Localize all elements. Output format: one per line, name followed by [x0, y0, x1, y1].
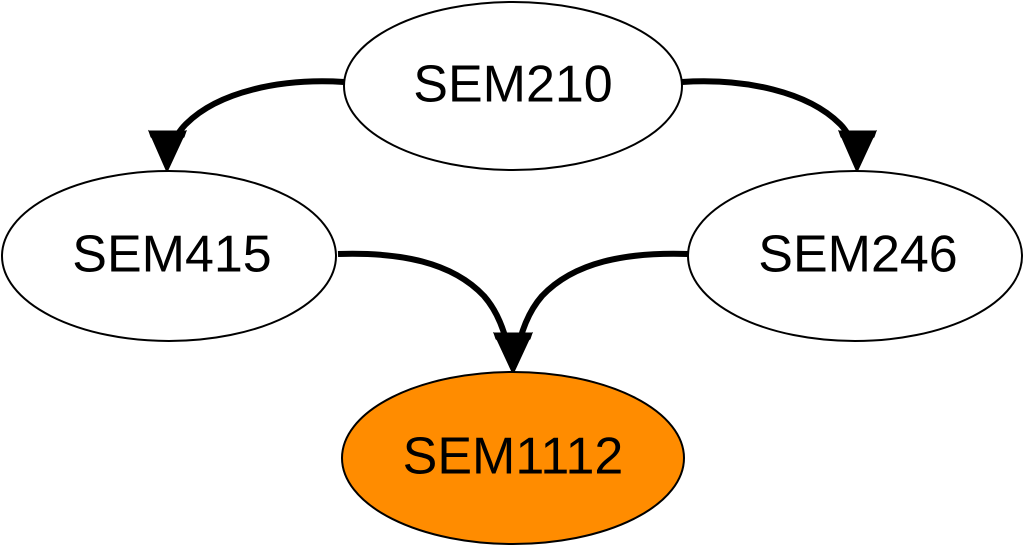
- edge-line: [166, 78, 345, 159]
- node-sem246[interactable]: SEM246: [687, 170, 1023, 342]
- edge-line: [681, 78, 859, 159]
- arrowhead-sem1112: [493, 331, 533, 376]
- node-label: SEM1112: [403, 428, 624, 486]
- node-label: SEM210: [413, 56, 612, 114]
- node-label: SEM415: [72, 226, 271, 284]
- node-shape[interactable]: [341, 371, 685, 545]
- node-shape[interactable]: [687, 170, 1023, 342]
- node-label: SEM246: [758, 226, 957, 284]
- arrowhead-notch: [148, 129, 187, 151]
- node-shape[interactable]: [343, 1, 683, 171]
- node-sem415[interactable]: SEM415: [1, 170, 337, 342]
- edge-line: [337, 250, 513, 359]
- arrowhead-notch: [838, 129, 877, 151]
- edge-sem210-sem415[interactable]: [148, 78, 345, 174]
- edge-line: [513, 250, 689, 359]
- edge-sem210-sem246[interactable]: [681, 78, 877, 174]
- edge-sem415-sem1112[interactable]: [337, 250, 513, 359]
- arrowhead-notch: [493, 331, 533, 353]
- edge-layer: [148, 78, 877, 376]
- node-sem1112[interactable]: SEM1112: [341, 371, 685, 545]
- node-sem210[interactable]: SEM210: [343, 1, 683, 171]
- node-shape[interactable]: [1, 170, 337, 342]
- edge-sem246-sem1112[interactable]: [513, 250, 689, 359]
